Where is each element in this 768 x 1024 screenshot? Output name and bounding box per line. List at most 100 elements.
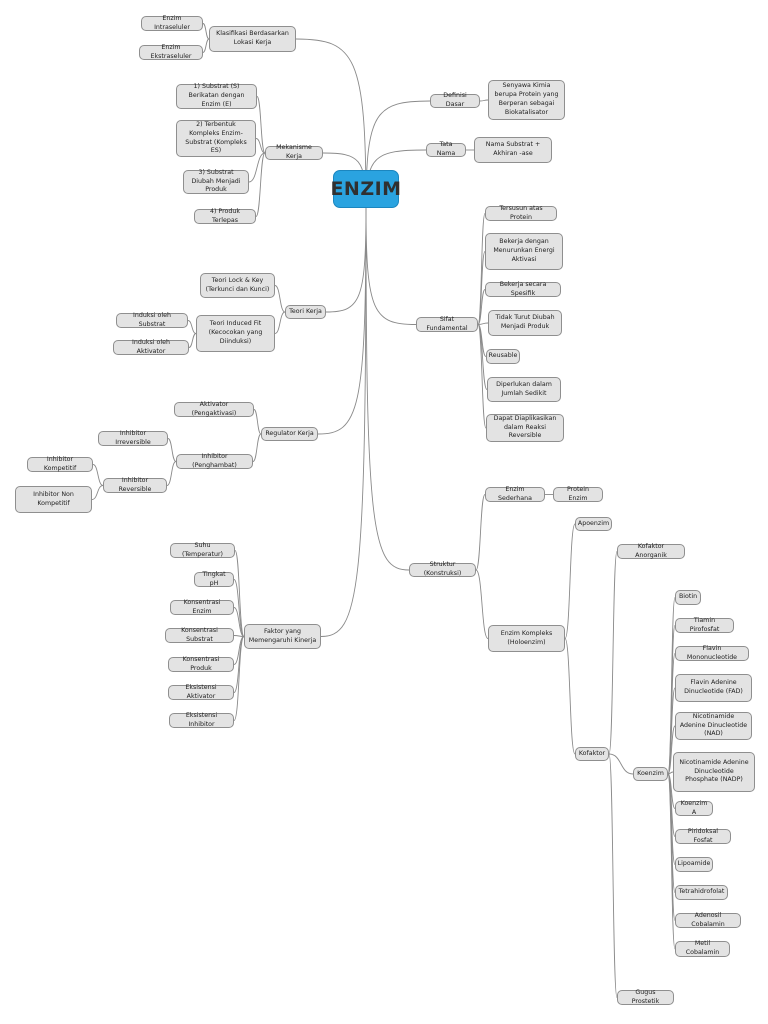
koenzim-item[interactable]: Koenzim A <box>675 800 713 816</box>
teori-induced-fit[interactable]: Teori Induced Fit (Kecocokan yang Diindu… <box>196 315 275 352</box>
mekanisme-step[interactable]: 1) Substrat (S) Berikatan dengan Enzim (… <box>176 83 257 109</box>
connector-line <box>477 289 486 325</box>
connector-line <box>564 638 576 755</box>
koenzim-item[interactable]: Nicotinamide Adenine Dinucleotide Phosph… <box>673 752 755 792</box>
koenzim-item[interactable]: Flavin Mononucleotide <box>675 645 749 661</box>
connector-line <box>255 152 266 217</box>
apoenzim-node[interactable]: Apoenzim <box>575 517 612 531</box>
connector-line <box>274 285 286 313</box>
faktor-item[interactable]: Eksistensi Inhibitor <box>169 712 234 728</box>
connector-line <box>475 569 489 639</box>
sifat-item[interactable]: Tidak Turut Diubah Menjadi Produk <box>488 310 562 336</box>
root-node[interactable]: ENZIM <box>330 170 401 208</box>
koenzim-item[interactable]: Biotin <box>675 590 701 605</box>
koenzim-item[interactable]: Adenosil Cobalamin <box>675 912 741 928</box>
faktor-item[interactable]: Konsentrasi Produk <box>168 656 234 672</box>
connector-line <box>325 207 367 313</box>
inhibitor-non-kompetitif[interactable]: Inhibitor Non Kompetitif <box>15 486 92 513</box>
faktor-item[interactable]: Tingkat pH <box>194 571 234 587</box>
struktur-node[interactable]: Struktur (Konstruksi) <box>409 561 476 577</box>
definisi-value[interactable]: Senyawa Kimia berupa Protein yang Berper… <box>488 80 565 120</box>
connector-line <box>477 324 487 429</box>
sifat-fundamental-node[interactable]: Sifat Fundamental <box>416 316 478 332</box>
connector-line <box>479 99 489 102</box>
connector-line <box>608 551 618 755</box>
koenzim-item[interactable]: Nicotinamide Adenine Dinucleotide (NAD) <box>675 712 752 740</box>
enzim-kompleks-node[interactable]: Enzim Kompleks (Holoenzim) <box>488 625 565 652</box>
connector-line <box>188 333 197 348</box>
enzim-sederhana-node[interactable]: Enzim Sederhana <box>485 486 545 502</box>
connector-line <box>202 23 210 40</box>
connector-line <box>295 38 367 209</box>
faktor-item[interactable]: Eksistensi Aktivator <box>168 684 234 700</box>
connector-line <box>256 96 266 154</box>
koenzim-item[interactable]: Tetrahidrofolat <box>675 885 728 900</box>
induksi-item[interactable]: Induksi oleh Aktivator <box>113 339 189 355</box>
sifat-item[interactable]: Diperlukan dalam Jumlah Sedikit <box>487 377 561 402</box>
lokasi-item[interactable]: Enzim Ekstraseluler <box>139 44 203 60</box>
teori-kerja-node[interactable]: Teori Kerja <box>285 305 326 319</box>
inhibitor-kompetitif[interactable]: Inhibitor Kompetitif <box>27 456 93 472</box>
regulator-kerja-node[interactable]: Regulator Kerja <box>261 427 318 441</box>
gugus-prostetik-node[interactable]: Gugus Prostetik <box>617 989 674 1005</box>
sifat-item[interactable]: Tersusun atas Protein <box>485 205 557 221</box>
connector-line <box>166 461 177 486</box>
koenzim-item[interactable]: Metil Cobalamin <box>675 940 730 957</box>
faktor-item[interactable]: Konsentrasi Substrat <box>165 627 234 643</box>
connector-line <box>233 636 245 721</box>
koenzim-item[interactable]: Piridoksal Fosfat <box>675 828 731 844</box>
lokasi-item[interactable]: Enzim Intraseluler <box>141 15 203 31</box>
lokasi-kerja-node[interactable]: Klasifikasi Berdasarkan Lokasi Kerja <box>209 26 296 52</box>
connector-line <box>92 464 104 486</box>
sifat-item[interactable]: Dapat Diaplikasikan dalam Reaksi Reversi… <box>486 414 564 442</box>
sifat-item[interactable]: Bekerja dengan Menurunkan Energi Aktivas… <box>485 233 563 270</box>
connector-line <box>477 322 489 325</box>
teori-lock-key[interactable]: Teori Lock & Key (Terkunci dan Kunci) <box>200 273 275 298</box>
definisi-dasar-node[interactable]: Definisi Dasar <box>430 92 480 108</box>
inhibitor-node[interactable]: Inhibitor (Penghambat) <box>176 453 253 469</box>
mekanisme-step[interactable]: 3) Substrat Diubah Menjadi Produk <box>183 169 249 194</box>
connector-line <box>252 433 262 462</box>
mekanisme-kerja-node[interactable]: Mekanisme Kerja <box>265 144 323 160</box>
mekanisme-step[interactable]: 2) Terbentuk Kompleks Enzim-Substrat (Ko… <box>176 120 256 157</box>
tata-nama-node[interactable]: Tata Nama <box>426 141 466 157</box>
connector-line <box>255 138 266 154</box>
tata-nama-value[interactable]: Nama Substrat + Akhiran -ase <box>474 137 552 163</box>
mekanisme-step[interactable]: 4) Produk Terlepas <box>194 208 256 224</box>
koenzim-item[interactable]: Flavin Adenine Dinucleotide (FAD) <box>675 674 752 702</box>
faktor-item[interactable]: Konsentrasi Enzim <box>170 599 234 615</box>
koenzim-item[interactable]: Tiamin Pirofosfat <box>675 617 734 633</box>
sifat-item[interactable]: Reusable <box>486 349 520 364</box>
kofaktor-node[interactable]: Kofaktor <box>575 747 609 761</box>
faktor-kinerja-node[interactable]: Faktor yang Memengaruhi Kinerja <box>244 624 321 649</box>
koenzim-item[interactable]: Lipoamide <box>675 857 713 872</box>
connector-line <box>233 579 245 637</box>
connector-line <box>564 523 576 639</box>
connector-line <box>91 485 104 500</box>
connector-line <box>202 38 210 53</box>
connector-line <box>608 753 634 775</box>
connector-line <box>253 409 262 435</box>
connector-line <box>248 152 266 183</box>
connector-line <box>608 753 618 998</box>
connector-line <box>365 207 417 325</box>
faktor-item[interactable]: Suhu (Temperatur) <box>170 542 235 558</box>
connector-line <box>274 311 286 334</box>
connector-line <box>320 207 367 637</box>
connector-line <box>667 773 676 950</box>
connector-line <box>365 207 410 571</box>
connector-line <box>317 207 367 435</box>
connector-line <box>475 494 486 571</box>
inhibitor-reversible[interactable]: Inhibitor Reversible <box>103 477 167 493</box>
koenzim-node[interactable]: Koenzim <box>633 767 668 781</box>
kofaktor-anorganik-node[interactable]: Kofaktor Anorganik <box>617 543 685 559</box>
sifat-item[interactable]: Bekerja secara Spesifik <box>485 281 561 297</box>
connector-line <box>167 438 177 462</box>
protein-enzim-node[interactable]: Protein Enzim <box>553 486 603 502</box>
inhibitor-irreversible[interactable]: Inhibitor Irreversible <box>98 430 168 446</box>
aktivator-node[interactable]: Aktivator (Pengaktivasi) <box>174 401 254 417</box>
induksi-item[interactable]: Induksi oleh Substrat <box>116 312 188 328</box>
connector-line <box>667 725 676 775</box>
connector-line <box>187 320 197 334</box>
